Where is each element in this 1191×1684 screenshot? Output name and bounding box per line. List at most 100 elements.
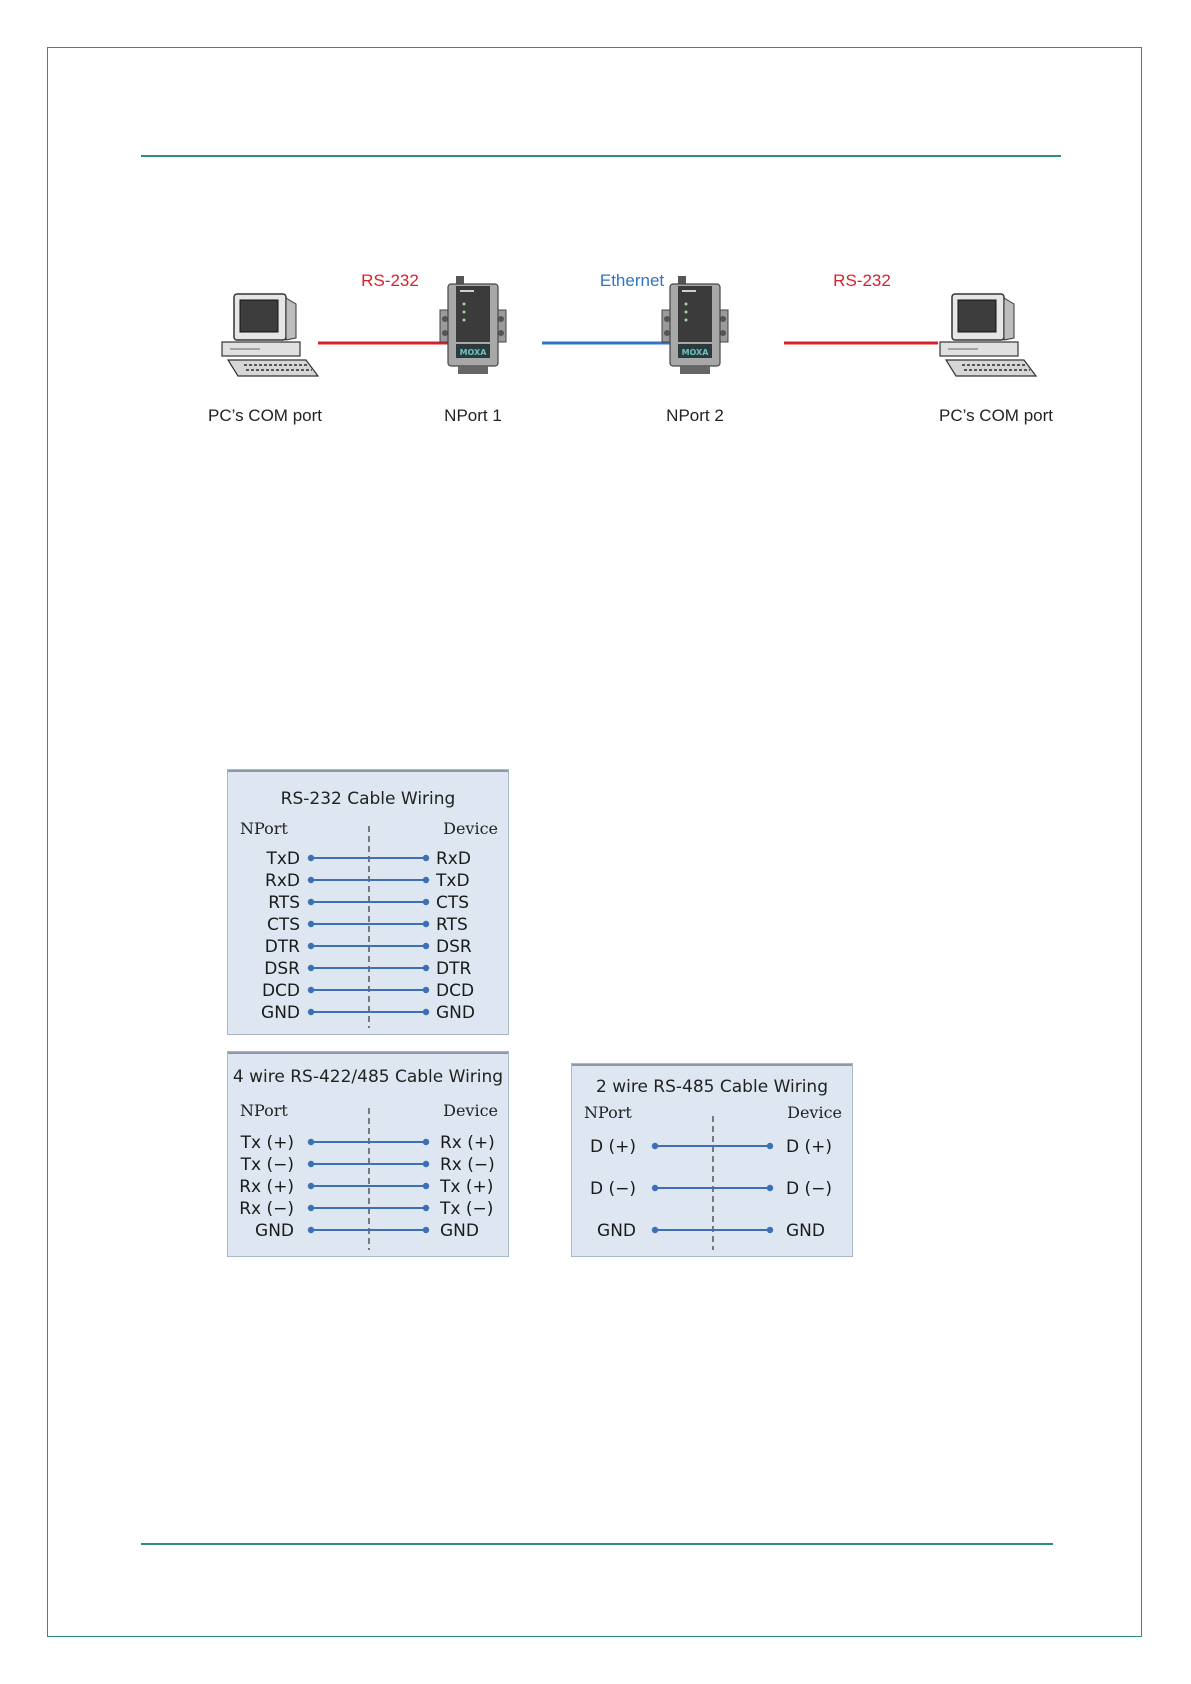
rs232-nport-terminal-dot bbox=[307, 986, 315, 994]
rs232-device-terminal-dot bbox=[422, 964, 430, 972]
rs232-device-pin-label: RTS bbox=[436, 915, 468, 935]
node-label-pc-right: PC’s COM port bbox=[939, 406, 1053, 425]
rs232-device-pin-label: GND bbox=[436, 1003, 475, 1023]
rs232-wire-row: RTS CTS bbox=[268, 893, 469, 913]
rs232-nport-terminal-dot bbox=[307, 854, 315, 862]
rs232-device-terminal-dot bbox=[422, 920, 430, 928]
rs422-device-pin-label: Tx (+) bbox=[439, 1177, 493, 1197]
rs422-device-terminal-dot bbox=[422, 1182, 430, 1190]
rs485-nport-pin-label: D (+) bbox=[590, 1137, 636, 1157]
nport1-logo: MOXA bbox=[460, 348, 488, 357]
rs232-device-pin-label: TxD bbox=[435, 871, 470, 891]
rs485-nport-pin-label: D (−) bbox=[590, 1179, 636, 1199]
rs232-nport-header: NPort bbox=[240, 819, 288, 838]
rs232-wire-row: CTS RTS bbox=[267, 915, 468, 935]
rs485-wire-row: D (+)D (+) bbox=[590, 1137, 832, 1157]
rs232-nport-pin-label: CTS bbox=[267, 915, 300, 935]
rs422-nport-terminal-dot bbox=[307, 1160, 315, 1168]
rs485-device-terminal-dot bbox=[766, 1226, 774, 1234]
rs422-nport-pin-label: Tx (+) bbox=[240, 1133, 294, 1153]
link-label-ethernet: Ethernet bbox=[600, 271, 665, 290]
rs485-device-terminal-dot bbox=[766, 1142, 774, 1150]
rs422-title: 4 wire RS-422/485 Cable Wiring bbox=[233, 1067, 503, 1087]
rs422-wire-row: Rx (−)Tx (−) bbox=[239, 1199, 493, 1219]
rs422-nport-pin-label: Rx (−) bbox=[239, 1199, 294, 1219]
rs232-nport-terminal-dot bbox=[307, 876, 315, 884]
rs485-nport-pin-label: GND bbox=[597, 1221, 636, 1241]
rs232-device-terminal-dot bbox=[422, 876, 430, 884]
rs232-nport-terminal-dot bbox=[307, 964, 315, 972]
rs485-nport-header: NPort bbox=[584, 1103, 632, 1122]
rs422-device-pin-label: Rx (−) bbox=[440, 1155, 495, 1175]
rs232-device-terminal-dot bbox=[422, 1008, 430, 1016]
rs232-wire-row: GND GND bbox=[261, 1003, 475, 1023]
rs485-wiring-diagram: 2 wire RS-485 Cable Wiring NPort Device … bbox=[584, 1077, 842, 1250]
footer-rule bbox=[141, 1543, 1053, 1545]
rs232-nport-terminal-dot bbox=[307, 1008, 315, 1016]
rs422-device-pin-label: Rx (+) bbox=[440, 1133, 495, 1153]
rs422-device-terminal-dot bbox=[422, 1138, 430, 1146]
rs232-wire-row: DTR DSR bbox=[265, 937, 472, 957]
rs422-device-pin-label: GND bbox=[440, 1221, 479, 1241]
rs232-device-terminal-dot bbox=[422, 854, 430, 862]
link-label-rs232-left: RS-232 bbox=[361, 271, 419, 290]
rs232-device-terminal-dot bbox=[422, 986, 430, 994]
rs422-nport-pin-label: GND bbox=[255, 1221, 294, 1241]
rs422-nport-pin-label: Rx (+) bbox=[239, 1177, 294, 1197]
rs485-nport-terminal-dot bbox=[651, 1142, 659, 1150]
pc-right-icon bbox=[939, 293, 1038, 377]
rs422-nport-pin-label: Tx (−) bbox=[240, 1155, 294, 1175]
rs232-device-terminal-dot bbox=[422, 898, 430, 906]
rs422-wire-row: Rx (+) Tx (+) bbox=[239, 1177, 493, 1197]
rs422-device-terminal-dot bbox=[422, 1204, 430, 1212]
rs232-nport-pin-label: RTS bbox=[268, 893, 300, 913]
node-label-nport2: NPort 2 bbox=[666, 406, 724, 425]
node-label-pc-left: PC’s COM port bbox=[208, 406, 322, 425]
rs485-device-pin-label: D (−) bbox=[786, 1179, 832, 1199]
header-rule bbox=[141, 155, 1061, 157]
rs422-wire-row: GND GND bbox=[255, 1221, 479, 1241]
rs232-nport-terminal-dot bbox=[307, 942, 315, 950]
rs422-device-terminal-dot bbox=[422, 1160, 430, 1168]
link-label-rs232-right: RS-232 bbox=[833, 271, 891, 290]
rs232-nport-pin-label: RxD bbox=[265, 871, 300, 891]
rs232-wire-row: TxD RxD bbox=[265, 849, 471, 869]
rs485-nport-terminal-dot bbox=[651, 1226, 659, 1234]
rs232-nport-pin-label: DTR bbox=[265, 937, 300, 957]
rs232-nport-terminal-dot bbox=[307, 920, 315, 928]
rs232-device-pin-label: DCD bbox=[436, 981, 474, 1001]
rs232-device-pin-label: RxD bbox=[436, 849, 471, 869]
rs485-nport-terminal-dot bbox=[651, 1184, 659, 1192]
rs232-device-pin-label: DSR bbox=[436, 937, 472, 957]
rs422-wire-row: Tx (−) Rx (−) bbox=[240, 1155, 495, 1175]
rs422-wiring-diagram: 4 wire RS-422/485 Cable Wiring NPort Dev… bbox=[233, 1067, 503, 1250]
rs232-nport-terminal-dot bbox=[307, 898, 315, 906]
pc-left-icon bbox=[221, 293, 320, 377]
rs422-device-header: Device bbox=[443, 1101, 498, 1120]
rs232-nport-pin-label: TxD bbox=[265, 849, 300, 869]
node-label-nport1: NPort 1 bbox=[444, 406, 502, 425]
rs232-nport-pin-label: DSR bbox=[264, 959, 300, 979]
rs422-device-terminal-dot bbox=[422, 1226, 430, 1234]
rs422-wiring-panel: 4 wire RS-422/485 Cable Wiring NPort Dev… bbox=[227, 1051, 509, 1257]
rs485-title: 2 wire RS-485 Cable Wiring bbox=[596, 1077, 828, 1097]
rs232-wire-row: DCD DCD bbox=[262, 981, 474, 1001]
rs485-wire-row: D (−) D (−) bbox=[590, 1179, 832, 1199]
rs422-nport-terminal-dot bbox=[307, 1204, 315, 1212]
rs232-wire-row: RxD TxD bbox=[265, 871, 470, 891]
rs485-device-terminal-dot bbox=[766, 1184, 774, 1192]
rs422-nport-terminal-dot bbox=[307, 1182, 315, 1190]
rs232-wire-row: DSR DTR bbox=[264, 959, 471, 979]
network-topology-diagram: RS-232 Ethernet RS-232 bbox=[200, 250, 1080, 440]
rs232-nport-pin-label: DCD bbox=[262, 981, 300, 1001]
nport2-device-icon: MOXA bbox=[661, 276, 729, 374]
rs485-device-header: Device bbox=[787, 1103, 842, 1122]
rs232-nport-pin-label: GND bbox=[261, 1003, 300, 1023]
rs232-device-pin-label: DTR bbox=[436, 959, 471, 979]
page-border bbox=[47, 47, 1142, 1637]
nport2-logo: MOXA bbox=[682, 348, 710, 357]
rs232-device-pin-label: CTS bbox=[436, 893, 469, 913]
